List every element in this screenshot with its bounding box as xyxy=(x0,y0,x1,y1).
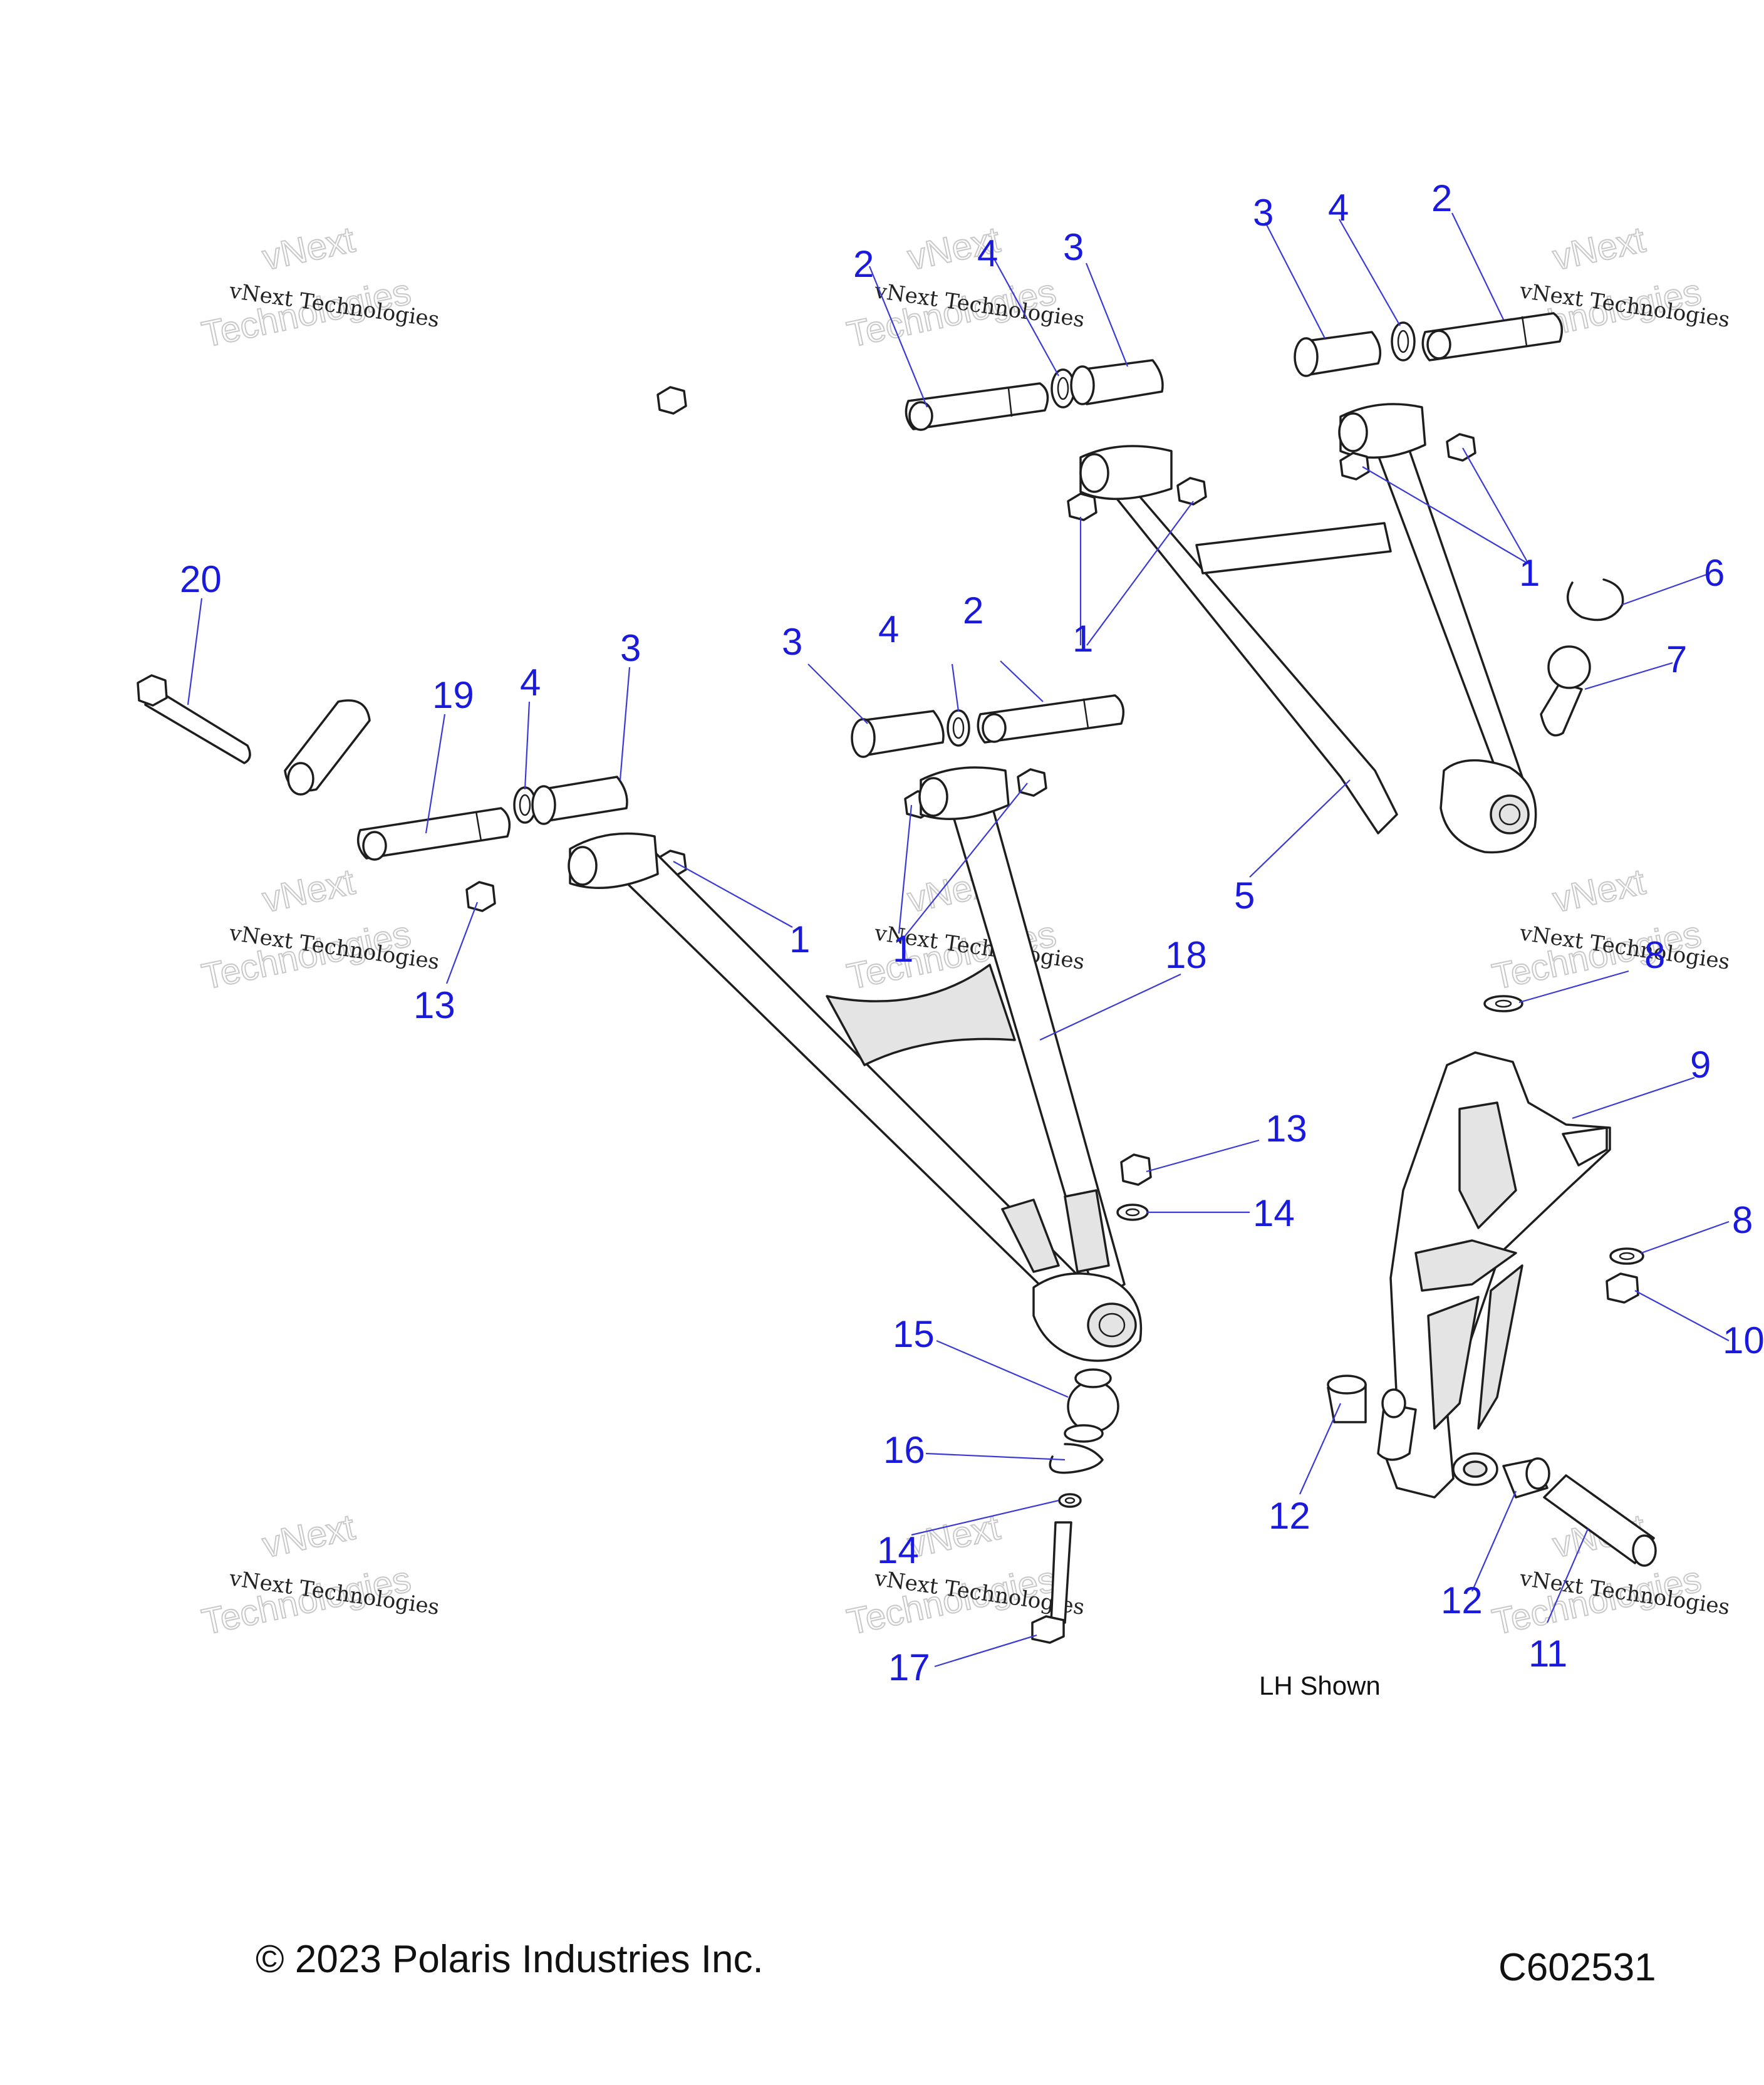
callout-label: 10 xyxy=(1723,1319,1764,1361)
upper-ball-joint-parts xyxy=(1540,578,1624,737)
callout-label: 8 xyxy=(1644,934,1665,976)
watermarks: vNext Technologies vNext Technologies vN… xyxy=(198,219,1731,1643)
callout-label: 3 xyxy=(1063,226,1084,268)
callout-label: 16 xyxy=(883,1429,925,1471)
callout-label: 4 xyxy=(977,232,998,274)
lower-front-pivot-hardware xyxy=(137,674,628,861)
callout-label: 2 xyxy=(963,590,983,632)
callout-label: 11 xyxy=(1528,1633,1567,1675)
svg-text:vNext: vNext xyxy=(1549,219,1649,278)
svg-text:vNext: vNext xyxy=(904,1507,1004,1566)
callout-label: 19 xyxy=(432,674,474,716)
callout-label: 3 xyxy=(782,621,802,663)
callout-label: 18 xyxy=(1165,934,1207,976)
callout-label: 14 xyxy=(877,1529,919,1571)
callout-labels: 2 4 3 3 4 2 1 1 6 7 5 20 19 4 3 3 4 2 1 … xyxy=(180,177,1764,1688)
view-note: LH Shown xyxy=(1259,1671,1381,1700)
svg-text:vNext: vNext xyxy=(1549,861,1649,920)
callout-label: 8 xyxy=(1732,1199,1753,1241)
callout-label: 3 xyxy=(620,627,641,669)
lower-a-arm xyxy=(568,766,1143,1362)
callout-label: 1 xyxy=(1072,618,1093,660)
spindle-hardware xyxy=(1327,995,1657,1567)
callout-label: 17 xyxy=(888,1646,930,1688)
nut-parts xyxy=(465,386,1476,1186)
callout-label: 4 xyxy=(1328,187,1349,229)
callout-label: 3 xyxy=(1253,192,1274,234)
callout-label: 13 xyxy=(1265,1108,1307,1150)
lower-ball-joint-stack xyxy=(1031,1204,1149,1644)
leader-lines xyxy=(187,212,1730,1668)
callout-label: 4 xyxy=(878,608,899,650)
watermark: vNext Technologies xyxy=(843,1506,1061,1643)
callout-label: 13 xyxy=(413,984,455,1026)
callout-label: 2 xyxy=(853,243,874,285)
callout-label: 7 xyxy=(1666,638,1687,680)
callout-label: 20 xyxy=(180,558,222,600)
watermark: vNext Technologies xyxy=(198,1506,415,1643)
callout-label: 15 xyxy=(893,1313,935,1355)
callout-label: 4 xyxy=(520,662,541,704)
figure-code: C602531 xyxy=(1498,1946,1656,1989)
watermark: vNext Technologies xyxy=(198,861,415,998)
callout-label: 5 xyxy=(1234,875,1255,917)
svg-text:vNext: vNext xyxy=(259,1507,358,1566)
watermark: vNext Technologies xyxy=(198,219,415,356)
callout-label: 1 xyxy=(893,928,913,970)
watermark: vNext Technologies xyxy=(1488,861,1706,998)
callout-label: 1 xyxy=(789,918,810,960)
callout-label: 9 xyxy=(1690,1044,1711,1086)
callout-label: 6 xyxy=(1704,552,1725,594)
svg-text:vNext: vNext xyxy=(259,861,358,920)
callout-label: 1 xyxy=(1519,552,1540,594)
callout-label: 2 xyxy=(1431,177,1452,219)
callout-label: 12 xyxy=(1269,1495,1310,1537)
callout-label: 12 xyxy=(1441,1579,1483,1621)
copyright-text: © 2023 Polaris Industries Inc. xyxy=(256,1938,764,1981)
svg-text:vNext: vNext xyxy=(259,219,358,278)
spindle-knuckle xyxy=(1377,1051,1611,1499)
upper-a-arm xyxy=(1079,403,1537,854)
upper-pivot-hardware xyxy=(905,312,1564,431)
lower-rear-pivot-hardware xyxy=(851,694,1125,758)
callout-label: 14 xyxy=(1253,1192,1295,1234)
